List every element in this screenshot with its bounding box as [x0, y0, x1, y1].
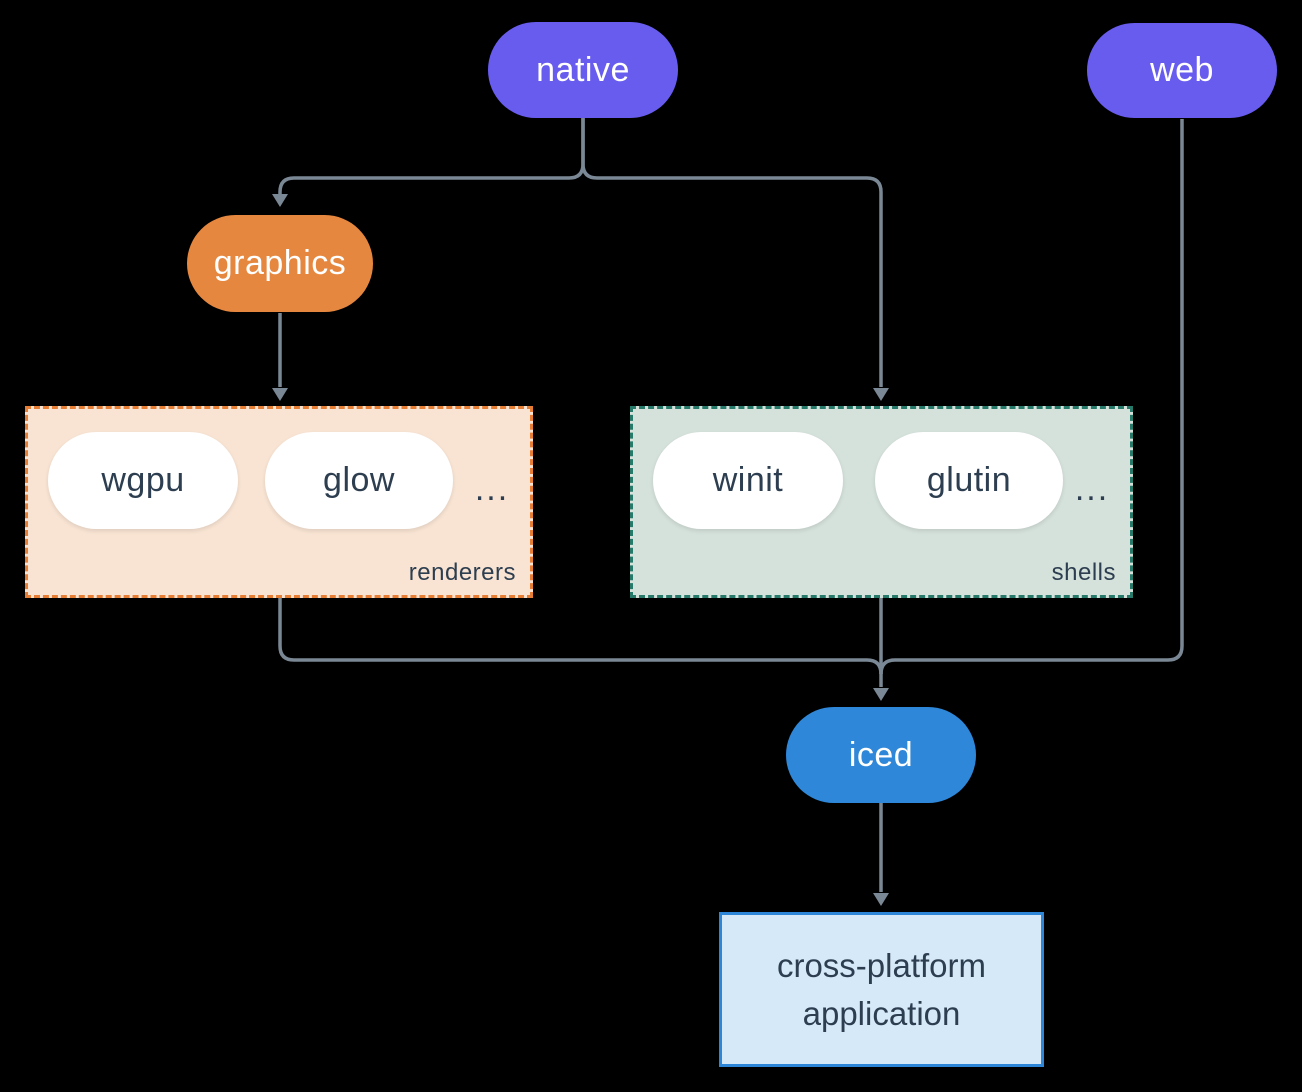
shells-ellipsis: ...	[1074, 469, 1110, 508]
pill-wgpu-label: wgpu	[101, 461, 185, 499]
group-renderers: wgpu glow ... renderers	[25, 406, 533, 598]
arrowhead-into-app	[873, 893, 889, 906]
app-label-line1: cross-platform	[776, 946, 987, 984]
node-web: web	[1087, 23, 1277, 118]
pill-wgpu: wgpu	[48, 432, 238, 529]
node-graphics: graphics	[187, 215, 373, 312]
node-cross-platform-application: cross-platform application	[719, 912, 1044, 1067]
arrowhead-into-shells	[873, 388, 889, 401]
renderers-group-label: renderers	[408, 559, 516, 586]
app-label-line2: application	[802, 994, 961, 1032]
node-iced: iced	[786, 707, 976, 803]
node-iced-label: iced	[848, 735, 914, 774]
edge-native-to-graphics	[278, 118, 585, 194]
shells-group-label: shells	[1051, 559, 1116, 586]
arrowhead-into-renderers	[272, 388, 288, 401]
renderers-ellipsis: ...	[474, 469, 510, 508]
node-native-label: native	[536, 50, 630, 89]
pill-winit-label: winit	[712, 461, 784, 499]
pill-winit: winit	[653, 432, 843, 529]
arrowhead-into-graphics	[272, 194, 288, 207]
node-native: native	[488, 22, 678, 118]
pill-glow: glow	[265, 432, 453, 529]
arrowhead-into-iced	[873, 688, 889, 701]
node-web-label: web	[1150, 51, 1214, 89]
edge-native-to-shells	[581, 118, 883, 387]
pill-glutin: glutin	[875, 432, 1063, 529]
pill-glow-label: glow	[323, 461, 395, 499]
edge-renderers-to-iced	[278, 598, 883, 675]
group-shells: winit glutin ... shells	[630, 406, 1133, 598]
pill-glutin-label: glutin	[926, 461, 1012, 499]
node-graphics-label: graphics	[213, 244, 347, 282]
